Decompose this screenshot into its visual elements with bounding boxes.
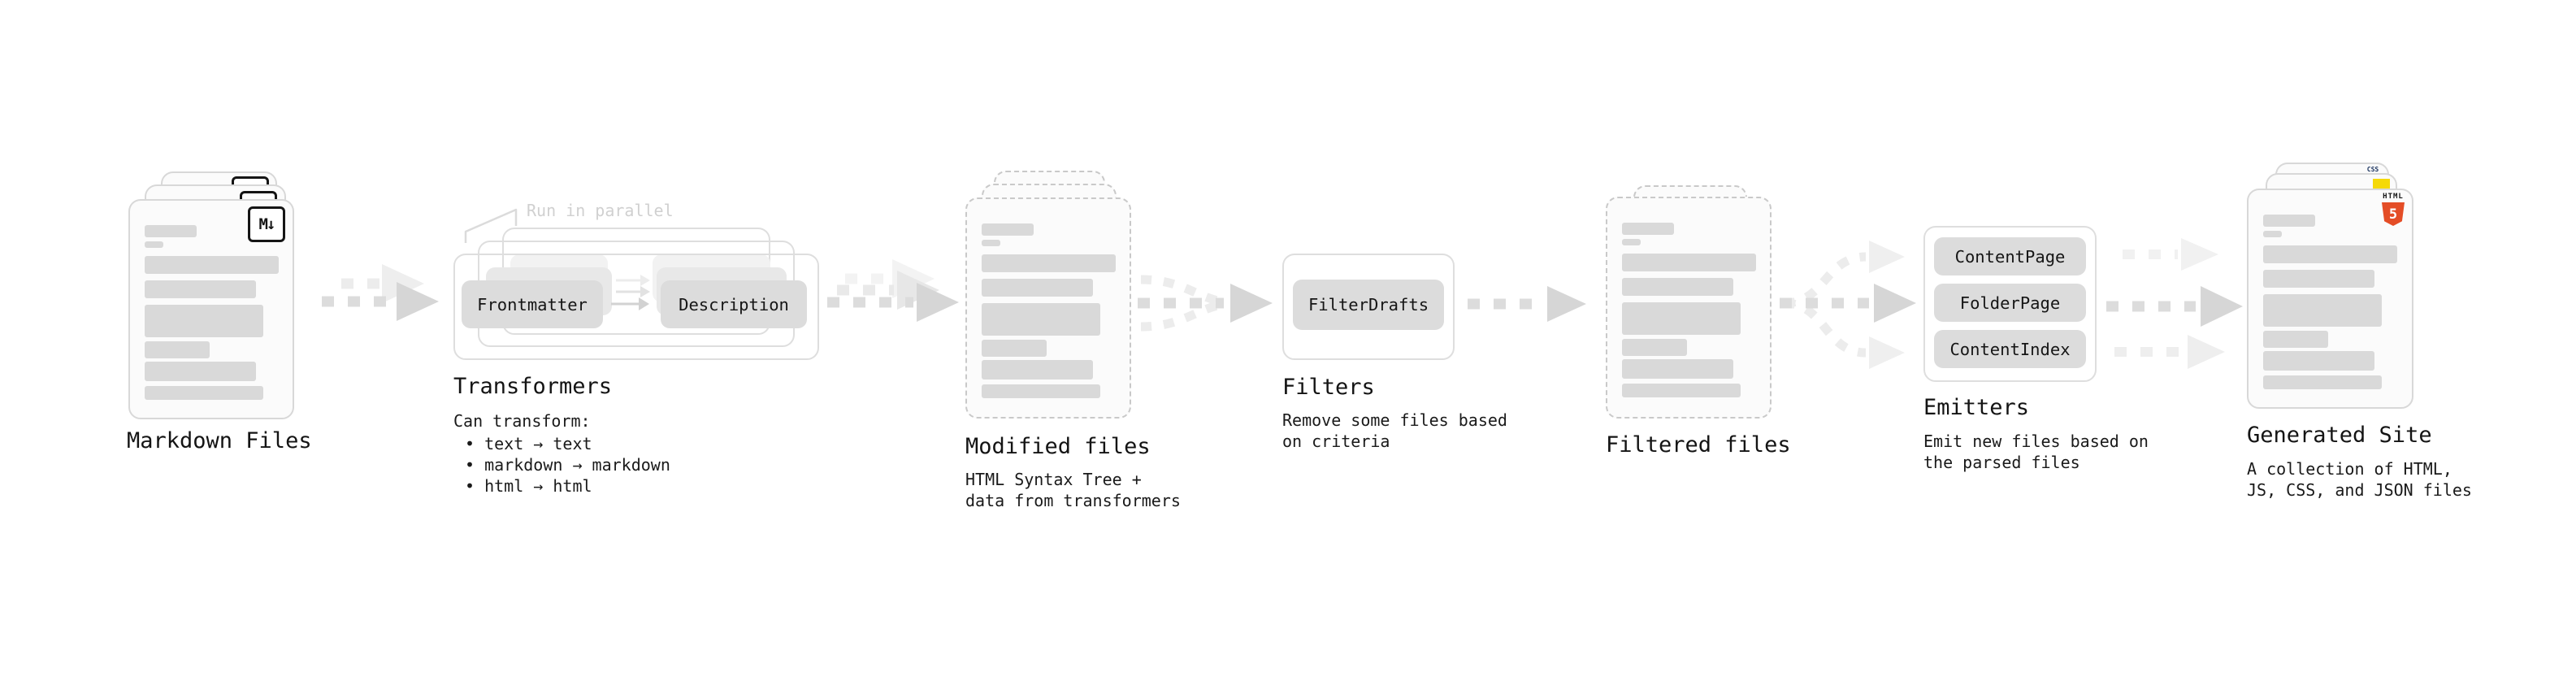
text-placeholder-bar bbox=[2263, 375, 2382, 389]
text-placeholder-bar bbox=[145, 256, 279, 274]
text-placeholder-bar bbox=[2263, 231, 2282, 237]
flow-arrow-modified-to-filters bbox=[1138, 275, 1273, 332]
desc-line: JS, CSS, and JSON files bbox=[2247, 480, 2472, 500]
content-page-button: ContentPage bbox=[1934, 237, 2086, 275]
content-index-button: ContentIndex bbox=[1934, 330, 2086, 368]
text-placeholder-bar bbox=[1622, 254, 1756, 271]
transformers-desc-heading: Can transform: bbox=[453, 411, 591, 431]
transformers-bullet-list: • text → text • markdown → markdown • ht… bbox=[453, 433, 670, 497]
folder-page-button: FolderPage bbox=[1934, 284, 2086, 322]
markdown-icon-glyph: M↓ bbox=[258, 215, 276, 233]
text-placeholder-bar bbox=[145, 386, 263, 400]
text-placeholder-bar bbox=[2263, 245, 2397, 263]
text-placeholder-bar bbox=[982, 279, 1093, 297]
text-placeholder-bar bbox=[1622, 302, 1741, 335]
flow-arrow-filtered-to-emitters bbox=[1780, 241, 1916, 369]
filters-description: Remove some files based on criteria bbox=[1282, 410, 1507, 452]
filter-drafts-button: FilterDrafts bbox=[1293, 280, 1444, 330]
text-placeholder-bar bbox=[982, 303, 1100, 336]
text-placeholder-bar bbox=[1622, 384, 1741, 397]
html5-icon-shield: 5 bbox=[2382, 202, 2405, 226]
modified-files-description: HTML Syntax Tree + data from transformer… bbox=[965, 469, 1181, 511]
text-placeholder-bar bbox=[145, 362, 256, 381]
description-button: Description bbox=[661, 280, 807, 328]
flow-arrow-transformers-to-modified bbox=[827, 259, 959, 322]
text-placeholder-bar bbox=[982, 240, 1000, 246]
text-placeholder-bar bbox=[145, 225, 197, 237]
generated-site-label: Generated Site bbox=[2247, 423, 2432, 448]
transformers-description: Can transform: bbox=[453, 410, 591, 432]
text-placeholder-bar bbox=[145, 280, 256, 298]
text-placeholder-bar bbox=[1622, 359, 1733, 379]
modified-file-card-front bbox=[965, 197, 1131, 419]
frontmatter-button: Frontmatter bbox=[462, 280, 603, 328]
flow-arrow-markdown-to-transformers bbox=[322, 264, 439, 321]
text-placeholder-bar bbox=[982, 384, 1100, 398]
modified-files-label: Modified files bbox=[965, 434, 1151, 459]
text-placeholder-bar bbox=[145, 341, 210, 358]
bullet-item: • text → text bbox=[465, 434, 592, 453]
text-placeholder-bar bbox=[2263, 215, 2315, 227]
text-placeholder-bar bbox=[1622, 223, 1674, 235]
text-placeholder-bar bbox=[1622, 278, 1733, 296]
emitters-label: Emitters bbox=[1923, 395, 2030, 420]
desc-line: HTML Syntax Tree + bbox=[965, 470, 1142, 489]
text-placeholder-bar bbox=[2263, 351, 2374, 371]
filters-label: Filters bbox=[1282, 375, 1375, 400]
text-placeholder-bar bbox=[145, 305, 263, 337]
desc-line: on criteria bbox=[1282, 432, 1390, 451]
transformer-box-front bbox=[453, 254, 819, 360]
text-placeholder-bar bbox=[2263, 294, 2382, 327]
generated-file-card-front: HTML 5 bbox=[2247, 189, 2413, 409]
desc-line: the parsed files bbox=[1923, 453, 2080, 472]
desc-line: Remove some files based bbox=[1282, 410, 1507, 430]
text-placeholder-bar bbox=[982, 360, 1093, 380]
text-placeholder-bar bbox=[2263, 331, 2328, 348]
transformers-label: Transformers bbox=[453, 374, 613, 399]
text-placeholder-bar bbox=[2263, 270, 2374, 288]
flow-arrow-emitters-to-generated bbox=[2106, 238, 2243, 369]
js-icon bbox=[2373, 179, 2390, 189]
css-icon-text: CSS bbox=[2366, 166, 2379, 173]
markdown-icon: M↓ bbox=[248, 206, 285, 242]
markdown-files-label: Markdown Files bbox=[127, 428, 312, 453]
run-in-parallel-note: Run in parallel bbox=[527, 201, 674, 220]
html5-icon-number: 5 bbox=[2388, 206, 2398, 223]
flow-arrow-filters-to-filtered bbox=[1468, 286, 1586, 322]
desc-line: data from transformers bbox=[965, 491, 1181, 510]
emitters-description: Emit new files based on the parsed files bbox=[1923, 431, 2149, 473]
html5-icon: HTML 5 bbox=[2379, 193, 2407, 226]
text-placeholder-bar bbox=[982, 254, 1116, 272]
text-placeholder-bar bbox=[1622, 339, 1687, 356]
text-placeholder-bar bbox=[982, 340, 1047, 357]
desc-line: A collection of HTML, bbox=[2247, 459, 2452, 479]
bullet-item: • markdown → markdown bbox=[465, 455, 670, 475]
text-placeholder-bar bbox=[1622, 239, 1641, 245]
generated-site-description: A collection of HTML, JS, CSS, and JSON … bbox=[2247, 458, 2472, 501]
filtered-file-card-front bbox=[1606, 197, 1772, 419]
text-placeholder-bar bbox=[982, 223, 1034, 236]
html5-icon-text: HTML bbox=[2383, 193, 2404, 201]
bullet-item: • html → html bbox=[465, 476, 592, 496]
desc-line: Emit new files based on bbox=[1923, 432, 2149, 451]
markdown-file-card-front: M↓ bbox=[128, 199, 294, 419]
text-placeholder-bar bbox=[145, 241, 163, 248]
filtered-files-label: Filtered files bbox=[1606, 432, 1791, 458]
